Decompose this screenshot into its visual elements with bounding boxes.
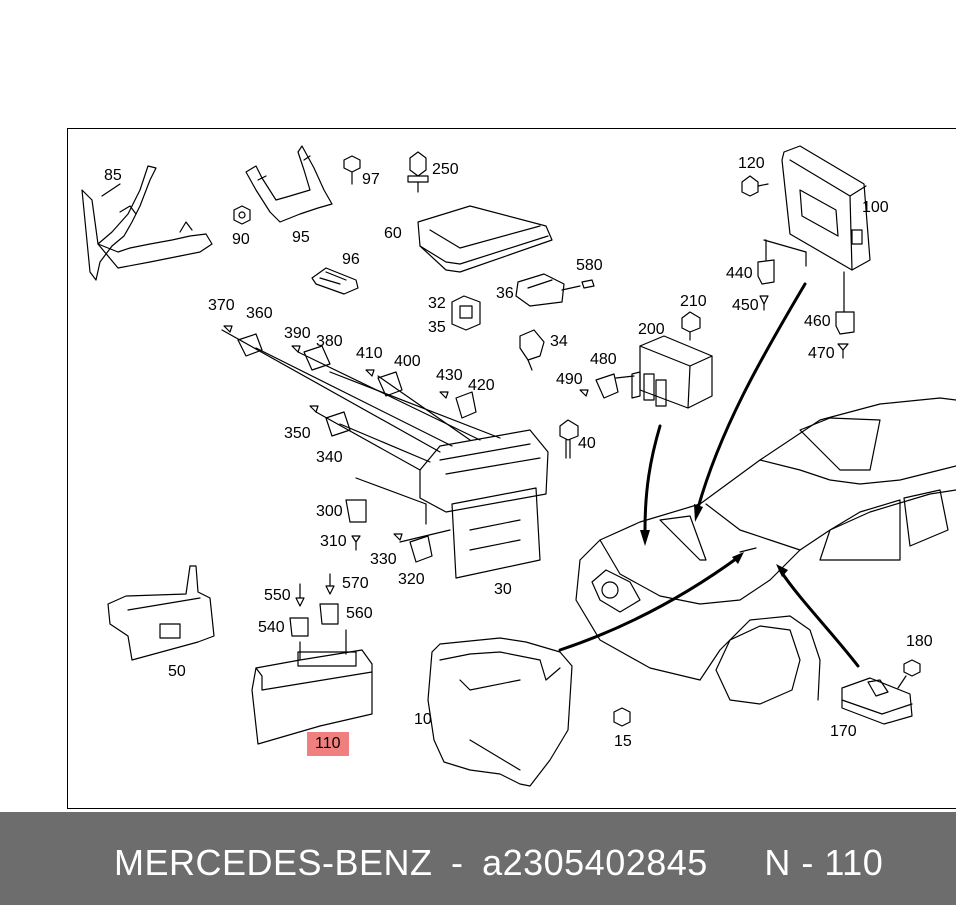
- relay-32: [451, 295, 481, 331]
- part-label-470: 470: [808, 345, 835, 362]
- part-label-310: 310: [320, 533, 347, 550]
- part-label-250: 250: [432, 161, 459, 178]
- part-label-35: 35: [428, 319, 446, 336]
- fuse-34: [519, 329, 545, 371]
- screw-40: [559, 419, 579, 459]
- clip-96: [311, 267, 359, 295]
- part-label-15: 15: [614, 733, 632, 750]
- part-label-490: 490: [556, 371, 583, 388]
- screw-97: [343, 155, 361, 185]
- part-label-390: 390: [284, 325, 311, 342]
- relay-36: [515, 273, 595, 307]
- part-label-36: 36: [496, 285, 514, 302]
- part-label-300: 300: [316, 503, 343, 520]
- part-label-410: 410: [356, 345, 383, 362]
- part-label-580: 580: [576, 257, 603, 274]
- part-label-97: 97: [362, 171, 380, 188]
- bracket-95: [245, 145, 333, 223]
- module-110: [251, 573, 373, 745]
- part-label-370: 370: [208, 297, 235, 314]
- part-label-85: 85: [104, 167, 122, 184]
- car-outline: [575, 397, 956, 705]
- part-label-550: 550: [264, 587, 291, 604]
- part-label-34: 34: [550, 333, 568, 350]
- part-label-480: 480: [590, 351, 617, 368]
- part-label-60: 60: [384, 225, 402, 242]
- part-label-420: 420: [468, 377, 495, 394]
- pointer-arrows: [558, 282, 860, 668]
- control-unit-100: [781, 145, 871, 271]
- part-label-110-highlighted: 110: [307, 732, 349, 756]
- footer-caption: MERCEDES-BENZ - a2305402845 N - 110: [114, 842, 883, 884]
- nut-210: [681, 311, 701, 341]
- part-label-570: 570: [342, 575, 369, 592]
- part-label-210: 210: [680, 293, 707, 310]
- cover-60: [417, 205, 553, 273]
- part-label-460: 460: [804, 313, 831, 330]
- module-50: [107, 565, 215, 661]
- part-label-340: 340: [316, 449, 343, 466]
- bracket-85: [81, 165, 213, 281]
- part-label-50: 50: [168, 663, 186, 680]
- part-label-90: 90: [232, 231, 250, 248]
- screw-250: [407, 151, 429, 193]
- part-label-200: 200: [638, 321, 665, 338]
- part-label-400: 400: [394, 353, 421, 370]
- parts-diagram: [81, 145, 956, 787]
- part-label-430: 430: [436, 367, 463, 384]
- part-number: a2305402845: [482, 842, 708, 883]
- part-label-320: 320: [398, 571, 425, 588]
- arrowheads: [640, 504, 788, 577]
- brand-name: MERCEDES-BENZ: [114, 842, 433, 883]
- part-label-450: 450: [732, 297, 759, 314]
- part-label-40: 40: [578, 435, 596, 452]
- part-label-330: 330: [370, 551, 397, 568]
- part-label-120: 120: [738, 155, 765, 172]
- part-label-540: 540: [258, 619, 285, 636]
- part-label-380: 380: [316, 333, 343, 350]
- connectors-300-430: [223, 325, 477, 563]
- part-label-30: 30: [494, 581, 512, 598]
- diagram-frame: [67, 128, 956, 809]
- footer-bar: [0, 812, 956, 905]
- part-label-350: 350: [284, 425, 311, 442]
- housing-10: [427, 637, 573, 787]
- connectors-440-470: [757, 239, 855, 359]
- part-label-170: 170: [830, 723, 857, 740]
- part-label-96: 96: [342, 251, 360, 268]
- module-170: [841, 659, 921, 725]
- part-label-10: 10: [414, 711, 432, 728]
- part-label-95: 95: [292, 229, 310, 246]
- part-label-560: 560: [346, 605, 373, 622]
- part-label-440: 440: [726, 265, 753, 282]
- part-label-180: 180: [906, 633, 933, 650]
- nut-15: [613, 707, 631, 727]
- footer-separator: -: [451, 842, 464, 883]
- part-label-360: 360: [246, 305, 273, 322]
- diagram-position: N - 110: [764, 842, 884, 883]
- relay-200: [631, 335, 713, 409]
- fuse-box-30: [221, 329, 549, 579]
- nut-90: [233, 205, 251, 225]
- connector-480: [579, 373, 635, 399]
- part-label-32: 32: [428, 295, 446, 312]
- screw-120: [741, 175, 769, 197]
- part-label-100: 100: [862, 199, 889, 216]
